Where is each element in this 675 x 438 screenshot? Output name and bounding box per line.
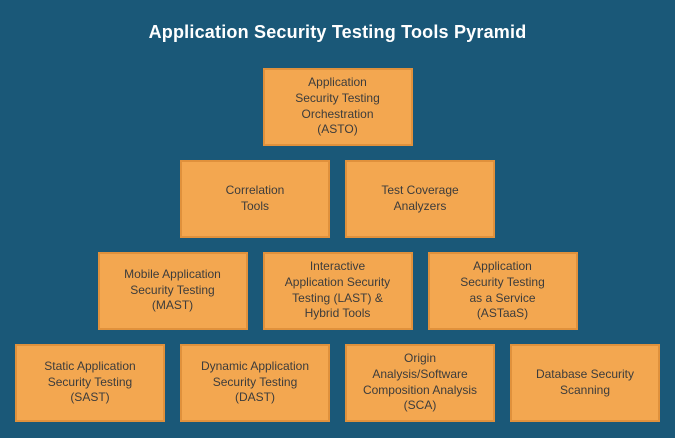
- pyramid-box-astaas: Application Security Testing as a Servic…: [427, 251, 578, 330]
- pyramid-box-test-coverage-analyzers: Test Coverage Analyzers: [345, 159, 495, 238]
- page-title: Application Security Testing Tools Pyram…: [148, 22, 527, 42]
- pyramid-row-2: Correlation Tools Test Coverage Analyzer…: [180, 159, 495, 238]
- pyramid-box-dast: Dynamic Application Security Testing (DA…: [180, 343, 330, 422]
- pyramid-row-4: Static Application Security Testing (SAS…: [15, 343, 660, 422]
- pyramid-box-mast: Mobile Application Security Testing (MAS…: [97, 251, 248, 330]
- pyramid: Application Security Testing Orchestrati…: [15, 67, 660, 422]
- pyramid-box-correlation-tools: Correlation Tools: [180, 159, 330, 238]
- pyramid-box-sca: Origin Analysis/Software Composition Ana…: [345, 343, 495, 422]
- pyramid-box-iast-hybrid: Interactive Application Security Testing…: [262, 251, 413, 330]
- pyramid-row-1: Application Security Testing Orchestrati…: [262, 67, 413, 146]
- pyramid-box-database-security-scanning: Database Security Scanning: [510, 343, 660, 422]
- pyramid-row-3: Mobile Application Security Testing (MAS…: [97, 251, 578, 330]
- pyramid-box-sast: Static Application Security Testing (SAS…: [15, 343, 165, 422]
- pyramid-box-asto: Application Security Testing Orchestrati…: [262, 67, 413, 146]
